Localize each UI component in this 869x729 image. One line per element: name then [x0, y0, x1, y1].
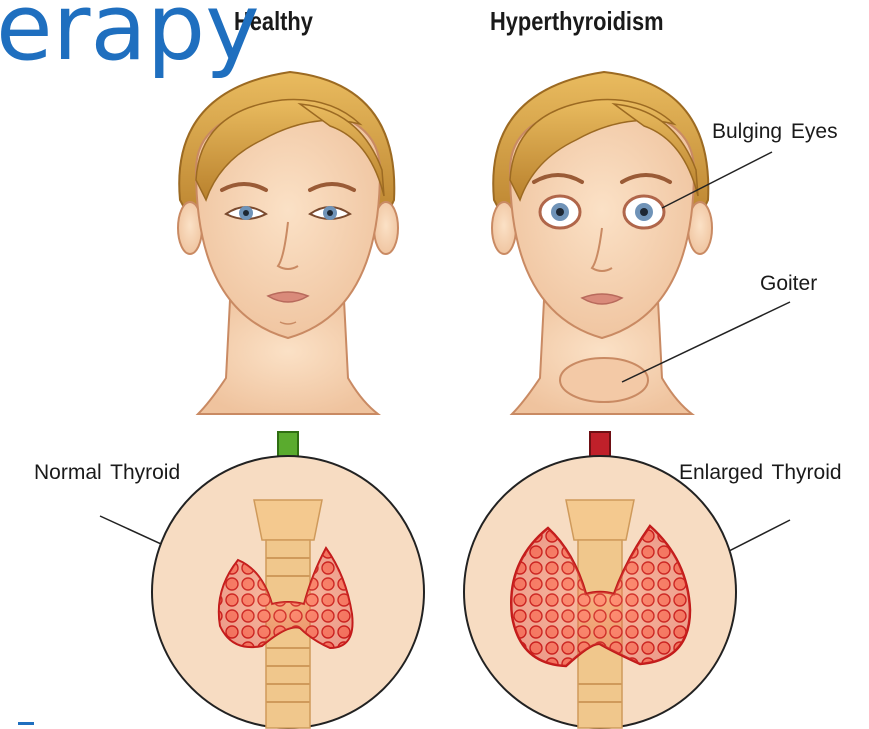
label-enlarged-thyroid-top: Enlarged Thyroid: [679, 461, 842, 485]
hyperthyroid-face: [492, 72, 712, 414]
enlarged-thyroid-panel: [464, 456, 736, 728]
normal-thyroid-panel: [152, 456, 424, 728]
slide-title-fragment-top: erapy: [0, 0, 260, 74]
label-bulging-eyes-top: Bulging Eyes: [712, 120, 838, 144]
slide-accent-bar: [18, 722, 34, 725]
label-normal-thyroid-top: Normal Thyroid: [34, 461, 180, 485]
healthy-face: [178, 72, 398, 414]
label-goiter-top: Goiter: [760, 272, 817, 296]
heading-hyperthyroidism-top: Hyperthyroidism: [490, 6, 664, 37]
